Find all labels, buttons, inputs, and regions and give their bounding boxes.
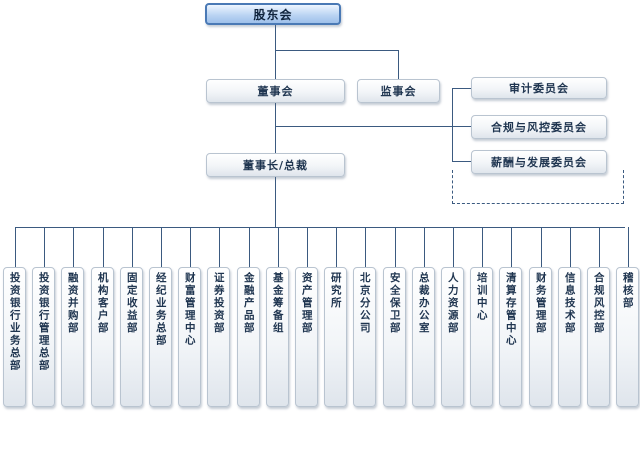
department-node: 研究所 [324, 267, 347, 407]
connector-committee-1 [452, 88, 472, 89]
department-connector [628, 227, 629, 267]
department-connector [541, 227, 542, 267]
department-node: 清算存管中心 [499, 267, 522, 407]
department-node: 证券投资部 [207, 267, 230, 407]
department-node: 财务管理部 [529, 267, 552, 407]
department-connector [190, 227, 191, 267]
connector-committee-3 [452, 161, 472, 162]
department-connector [132, 227, 133, 267]
department-node: 固定收益部 [120, 267, 143, 407]
department-node: 投资银行业务总部 [3, 267, 26, 407]
connector-board-committees-h [275, 126, 471, 127]
department-connector [161, 227, 162, 267]
department-connector [307, 227, 308, 267]
connector-root-down [275, 24, 276, 80]
department-connector [219, 227, 220, 267]
connector-board-chairman [275, 103, 276, 153]
department-node: 稽核部 [616, 267, 639, 407]
connector-root-supervisor-h [275, 50, 399, 51]
department-connector [482, 227, 483, 267]
department-node: 人力资源部 [441, 267, 464, 407]
department-node: 机构客户部 [91, 267, 114, 407]
chairman-president-node: 董事长/总裁 [206, 153, 345, 177]
department-connector [570, 227, 571, 267]
department-node: 融资并购部 [61, 267, 84, 407]
department-node: 北京分公司 [353, 267, 376, 407]
department-node: 资产管理部 [295, 267, 318, 407]
department-connector [599, 227, 600, 267]
dashed-committee-link [452, 170, 624, 204]
department-connector [103, 227, 104, 267]
department-connector [44, 227, 45, 267]
department-node: 安全保卫部 [383, 267, 406, 407]
shareholders-meeting-node: 股东会 [205, 3, 341, 25]
department-connector [15, 227, 16, 267]
department-connector [424, 227, 425, 267]
connector-chairman-down [275, 177, 276, 228]
department-node: 总裁办公室 [412, 267, 435, 407]
board-of-directors-node: 董事会 [206, 79, 345, 103]
department-node: 信息技术部 [558, 267, 581, 407]
department-node: 合规风控部 [587, 267, 610, 407]
compensation-development-committee-node: 薪酬与发展委员会 [471, 150, 607, 174]
department-node: 经纪业务总部 [149, 267, 172, 407]
department-node: 金融产品部 [237, 267, 260, 407]
connector-department-bus [15, 227, 625, 228]
connector-committee-bus [452, 88, 453, 162]
audit-committee-node: 审计委员会 [471, 77, 607, 99]
department-connector [249, 227, 250, 267]
department-node: 基金筹备组 [266, 267, 289, 407]
department-connector [365, 227, 366, 267]
department-node: 财富管理中心 [178, 267, 201, 407]
department-connector [73, 227, 74, 267]
connector-supervisor-down [398, 50, 399, 80]
board-of-supervisors-node: 监事会 [357, 79, 440, 103]
department-connector [453, 227, 454, 267]
department-node: 培训中心 [470, 267, 493, 407]
department-connector [395, 227, 396, 267]
department-connector [336, 227, 337, 267]
department-connector [278, 227, 279, 267]
department-connector [511, 227, 512, 267]
department-node: 投资银行管理总部 [32, 267, 55, 407]
compliance-risk-committee-node: 合规与风控委员会 [471, 115, 607, 139]
